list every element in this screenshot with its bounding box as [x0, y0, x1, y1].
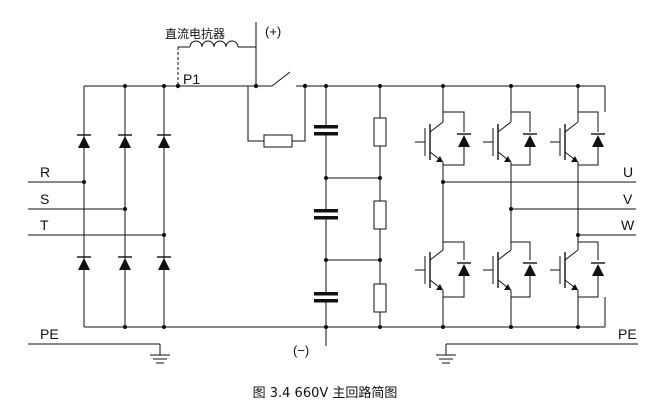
- capacitor-2-plate-top: [314, 209, 338, 213]
- capacitor-2-plate-bottom: [314, 216, 338, 220]
- igbt-leg-w: [550, 84, 605, 329]
- balancing-resistor-3: [373, 283, 387, 313]
- output-u-node: [441, 180, 445, 184]
- pe-right-label: PE: [618, 326, 637, 342]
- capacitor-3-plate-bottom: [314, 299, 338, 303]
- diode-r-lower: [77, 256, 91, 270]
- dc-reactor-inductor: [178, 40, 256, 48]
- balancing-resistor-2: [373, 200, 387, 230]
- contactor-node: [302, 83, 308, 89]
- balancing-resistor-chain: [324, 84, 387, 329]
- diode-s-upper: [118, 134, 132, 148]
- diode-t-upper: [157, 134, 171, 148]
- input-s-label: S: [40, 191, 49, 207]
- igbt-v-lower: [483, 209, 537, 327]
- p1-node: [175, 83, 181, 89]
- diode-r-upper: [77, 134, 91, 148]
- diode-t-lower: [157, 256, 171, 270]
- dc-reactor-label: 直流电抗器: [165, 26, 225, 41]
- ground-right-icon: [436, 343, 638, 364]
- precharge-resistor: [247, 86, 306, 148]
- igbt-w-upper: [550, 111, 605, 235]
- minus-terminal-label: (−): [293, 343, 309, 358]
- pe-left-label: PE: [40, 326, 59, 342]
- output-v-node: [509, 207, 513, 211]
- capacitor-3-plate-top: [314, 292, 338, 296]
- plus-terminal-label: (+): [265, 24, 281, 39]
- input-t-node: [162, 233, 166, 237]
- capacitor-1-plate-top: [314, 125, 338, 129]
- output-w-node: [576, 233, 580, 237]
- igbt-v-upper: [483, 111, 537, 209]
- p1-terminal-label: P1: [183, 71, 200, 87]
- ground-left-icon: [28, 343, 170, 364]
- output-v-label: V: [623, 191, 633, 207]
- input-t-label: T: [40, 217, 49, 233]
- figure-caption: 图 3.4 660V 主回路简图: [253, 385, 398, 401]
- diode-s-lower: [118, 256, 132, 270]
- igbt-w-lower: [550, 235, 605, 327]
- input-s-node: [123, 207, 127, 211]
- igbt-inverter: [415, 84, 605, 329]
- input-r-label: R: [40, 164, 50, 180]
- dc-link-capacitor-bank: [314, 84, 338, 329]
- plus-node: [253, 83, 259, 89]
- igbt-u-upper: [415, 111, 471, 182]
- output-u-label: U: [623, 164, 633, 180]
- precharge-contactor: [271, 71, 305, 87]
- input-r-node: [82, 180, 86, 184]
- output-w-label: W: [621, 217, 635, 233]
- rectifier-bridge: [77, 84, 171, 329]
- igbt-u-lower: [415, 182, 471, 327]
- balancing-resistor-1: [373, 117, 387, 147]
- capacitor-1-plate-bottom: [314, 132, 338, 136]
- igbt-leg-v: [483, 84, 537, 329]
- igbt-leg-u: [415, 84, 471, 329]
